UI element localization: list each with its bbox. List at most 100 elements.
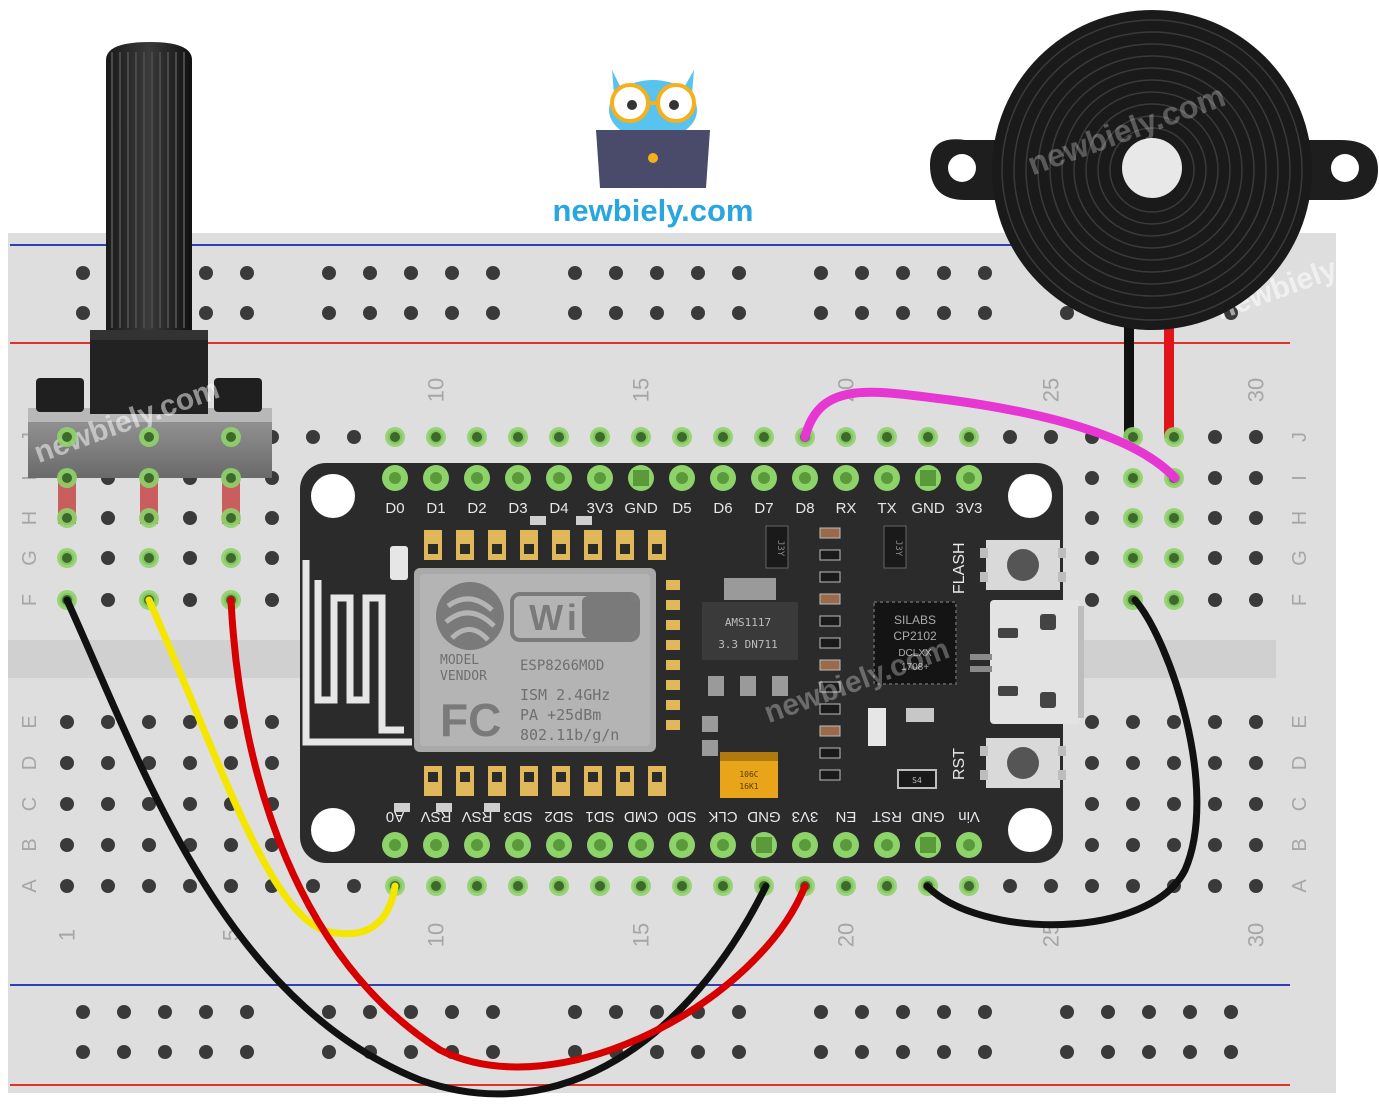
regulator-line2: 3.3 DN711	[718, 638, 778, 651]
connected-hole-center	[554, 881, 564, 891]
breadboard-hole	[1126, 756, 1140, 770]
column-number-label: 15	[629, 378, 654, 402]
pin-label-bottom: A0	[386, 808, 404, 825]
rail-hole	[158, 1005, 172, 1019]
rail-hole	[732, 1045, 746, 1059]
connected-hole-center	[882, 881, 892, 891]
rail-hole	[445, 306, 459, 320]
module-side-pad	[666, 620, 680, 630]
breadboard-hole	[101, 797, 115, 811]
connected-hole-center	[513, 432, 523, 442]
smd-resistor	[819, 703, 841, 715]
connected-hole-center	[554, 432, 564, 442]
rail-hole	[937, 266, 951, 280]
rail-hole	[1060, 306, 1074, 320]
module-pad-hole	[524, 772, 534, 782]
header-pin-hole	[799, 839, 811, 851]
mount-hole	[1008, 474, 1052, 518]
breadboard-hole	[183, 511, 197, 525]
pin-label-bottom: RSV	[421, 808, 452, 825]
usb-chip-line1: SILABS	[894, 613, 936, 627]
buzzer-ring	[1025, 43, 1279, 297]
rail-hole	[691, 1045, 705, 1059]
breadboard-hole	[1003, 430, 1017, 444]
connected-hole-center	[1169, 432, 1179, 442]
breadboard-hole	[1249, 430, 1263, 444]
breadboard-hole	[224, 879, 238, 893]
connected-hole-center	[964, 432, 974, 442]
diode-right: J3Y	[883, 525, 907, 569]
breadboard-hole	[1249, 551, 1263, 565]
connected-hole-center	[677, 881, 687, 891]
smd-resistor	[819, 527, 841, 539]
breadboard-hole	[1208, 756, 1222, 770]
connected-hole-center	[472, 881, 482, 891]
rail-hole	[1183, 1045, 1197, 1059]
connected-hole-center	[882, 432, 892, 442]
module-side-pad	[666, 680, 680, 690]
smd-resistor	[819, 593, 841, 605]
capacitor-line2: 16K1	[739, 782, 758, 791]
rail-hole	[978, 1045, 992, 1059]
wire-pot-vcc	[227, 596, 809, 1071]
header-pin-hole	[471, 839, 483, 851]
breadboard-hole	[1249, 879, 1263, 893]
row-letter-label: G	[1289, 550, 1311, 566]
module-pad-hole	[620, 772, 630, 782]
header-pin-hole	[717, 839, 729, 851]
brand-logo: newbiely.com	[553, 70, 754, 228]
rail-hole	[486, 266, 500, 280]
header-pin-hole	[594, 839, 606, 851]
module-pad-hole	[428, 544, 438, 554]
rail-hole	[322, 306, 336, 320]
pin-label-top: D3	[508, 500, 527, 517]
breadboard-hole	[1249, 715, 1263, 729]
module-side-pad	[666, 700, 680, 710]
breadboard-hole	[1167, 838, 1181, 852]
rail-hole	[486, 1005, 500, 1019]
pin-label-top: GND	[624, 500, 658, 517]
breadboard-hole	[1208, 879, 1222, 893]
rail-hole	[240, 1045, 254, 1059]
breadboard-hole	[60, 879, 74, 893]
header-pin-hole	[553, 472, 565, 484]
row-letter-label: E	[1289, 715, 1311, 728]
connected-hole-center	[595, 432, 605, 442]
usb-chip-line2: CP2102	[893, 629, 937, 643]
rail-hole	[240, 266, 254, 280]
column-number-label: 10	[424, 378, 449, 402]
mount-hole	[311, 808, 355, 852]
rail-hole	[445, 266, 459, 280]
connected-hole-center	[1169, 513, 1179, 523]
module-model-line1: MODEL	[440, 653, 479, 668]
rail-hole	[240, 1005, 254, 1019]
buzzer-ring	[1001, 19, 1303, 321]
rail-hole	[117, 1045, 131, 1059]
header-pin-hole	[512, 472, 524, 484]
board-pcb	[300, 463, 1063, 863]
column-number-label: 30	[1244, 378, 1269, 402]
row-letter-label: E	[19, 715, 41, 728]
smd-resistor	[819, 747, 841, 759]
connected-hole-center	[226, 513, 236, 523]
row-letter-label: B	[1289, 838, 1311, 851]
breadboard-hole	[1126, 797, 1140, 811]
rail-hole	[814, 1045, 828, 1059]
rail-hole	[363, 1005, 377, 1019]
breadboard-hole	[265, 838, 279, 852]
header-pin-hole	[963, 472, 975, 484]
breadboard-hole	[1085, 593, 1099, 607]
connected-hole-center	[636, 432, 646, 442]
breadboard-hole	[1208, 715, 1222, 729]
breadboard-hole	[101, 511, 115, 525]
rail-hole	[814, 306, 828, 320]
breadboard-hole	[1044, 430, 1058, 444]
module-pad-hole	[428, 772, 438, 782]
row-letter-label: A	[1289, 879, 1311, 893]
rail-hole	[650, 1045, 664, 1059]
module-pad-hole	[652, 544, 662, 554]
pot-knob-ridges	[111, 52, 185, 328]
rail-hole	[732, 266, 746, 280]
